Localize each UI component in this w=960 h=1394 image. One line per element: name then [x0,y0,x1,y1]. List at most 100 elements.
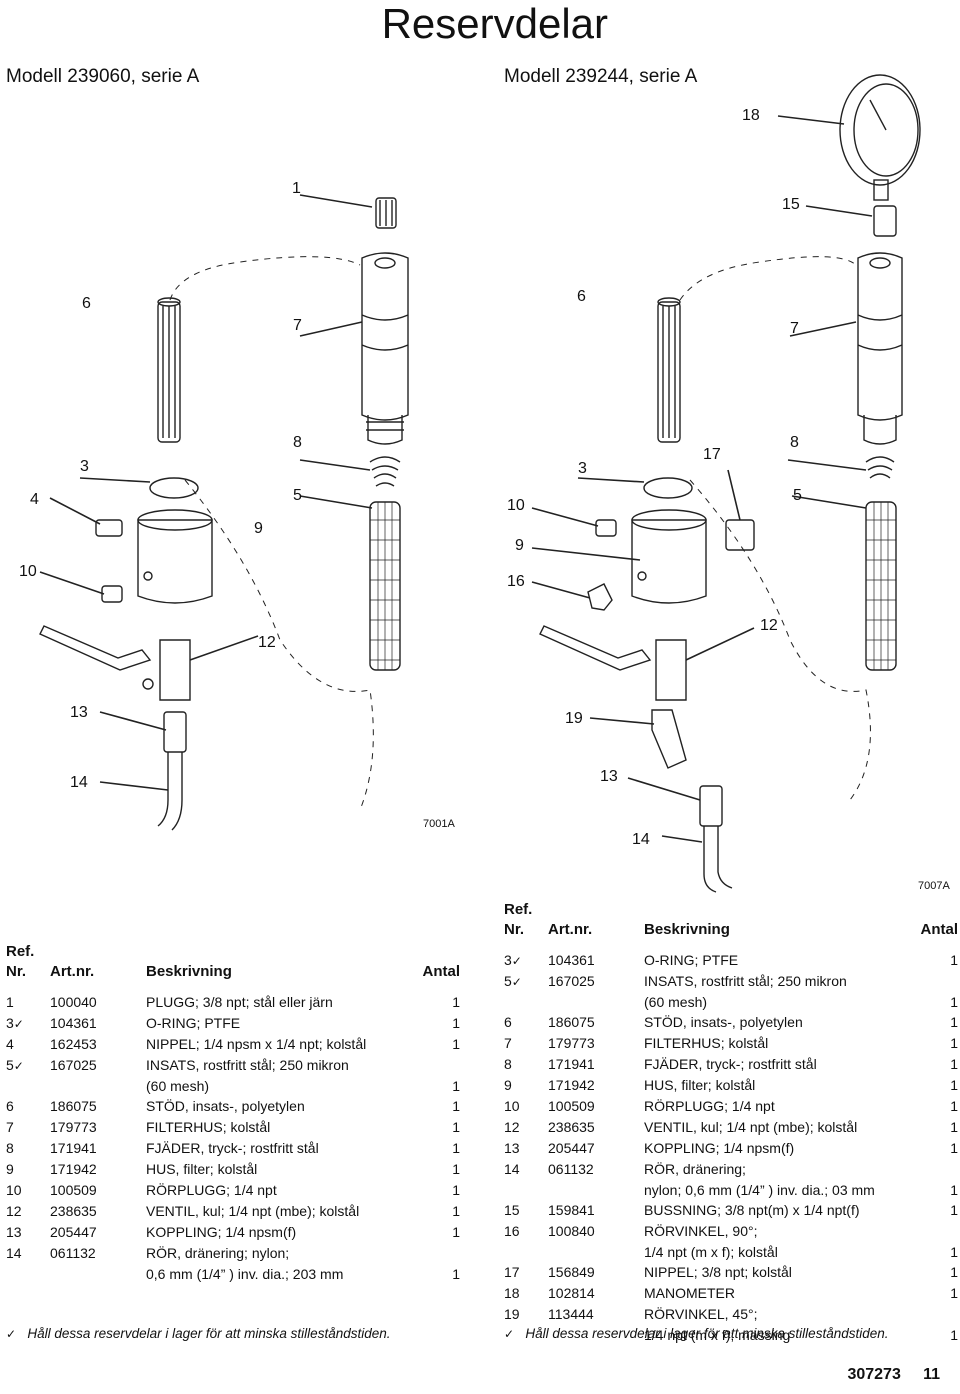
ref-cell: 12 [6,1203,22,1219]
ref-cell: 4 [6,1036,14,1052]
table-header-row: Ref. [504,900,958,920]
check-icon: ✓ [504,1327,515,1341]
desc-cell: FILTERHUS; kolstål [146,1119,271,1135]
filter-base-housing-part [137,509,213,604]
callout-label: 13 [70,704,88,721]
desc-cell: NIPPEL; 1/4 npsm x 1/4 npt; kolstål [146,1036,367,1052]
o-ring-part [149,477,199,499]
qty-cell: 1 [452,1140,460,1156]
callout-label: 16 [507,573,525,590]
qty-cell: 1 [950,1264,958,1280]
callout-label: 17 [703,446,721,463]
qty-cell: 1 [950,952,958,968]
artnr-cell: 102814 [548,1285,595,1301]
desc-cell: (60 mesh) [644,994,708,1010]
artnr-cell: 238635 [50,1203,97,1219]
callout-label: 9 [254,520,263,537]
check-icon: ✓ [511,975,522,989]
artnr-cell: 205447 [548,1140,595,1156]
artnr-cell: 156849 [548,1264,595,1280]
ref-cell: 3 [504,952,512,968]
qty-cell: 1 [452,1203,460,1219]
qty-cell: 1 [950,1077,958,1093]
qty-cell: 1 [950,1056,958,1072]
callout-label: 14 [632,831,650,848]
desc-cell: RÖRPLUGG; 1/4 npt [644,1098,775,1114]
callout-label: 10 [19,563,37,580]
plug-part [375,197,397,229]
support-part [157,297,181,443]
artnr-cell: 171942 [50,1161,97,1177]
qty-cell [912,1159,958,1180]
callout-label: 10 [507,497,525,514]
artnr-header: Art.nr. [548,921,593,938]
qty-cell: 1 [452,1224,460,1240]
table-row: 4 162453 NIPPEL; 1/4 npsm x 1/4 npt; kolst… [6,1034,460,1055]
qty-cell: 1 [950,1327,958,1343]
ref-cell: 15 [504,1202,520,1218]
note-text: Håll dessa reservdelar i lager för att m… [27,1326,391,1341]
artnr-cell: 238635 [548,1119,595,1135]
qty-cell [912,1304,958,1325]
ref-cell: 7 [6,1119,14,1135]
qty-cell: 1 [452,1078,460,1094]
check-icon: ✓ [13,1059,24,1073]
table-header-row: Nr. Art.nr. Beskrivning Antal [6,962,460,982]
artnr-cell: 162453 [50,1036,97,1052]
screen-insert-part [369,501,401,671]
desc-cell: FJÄDER, tryck-; rostfritt stål [146,1140,319,1156]
page-number: 11 [923,1366,940,1383]
o-ring-part-right [643,477,693,499]
callout-label: 8 [790,434,799,451]
ref-cell: 6 [6,1098,14,1114]
artnr-cell: 104361 [50,1015,97,1031]
ref-cell: 9 [6,1161,14,1177]
qty-cell [912,971,958,992]
desc-cell: HUS, filter; kolstål [146,1161,258,1177]
desc-cell: VENTIL, kul; 1/4 npt (mbe); kolstål [146,1203,360,1219]
desc-cell: VENTIL, kul; 1/4 npt (mbe); kolstål [644,1119,858,1135]
spring-part [369,456,401,487]
desc-cell: FILTERHUS; kolstål [644,1035,769,1051]
ref-cell: 6 [504,1014,512,1030]
ball-valve-part-right [539,625,687,701]
qty-cell: 1 [950,1119,958,1135]
ref-header: Ref. [6,943,35,960]
figure-id-right: 7007A [918,880,950,892]
artnr-cell: 167025 [50,1057,97,1073]
ref-cell: 1 [6,994,14,1010]
stock-note-left: ✓ Håll dessa reservdelar i lager för att… [6,1326,391,1341]
callout-label: 12 [760,617,778,634]
page-footer: 307273 11 [847,1366,940,1384]
desc-header: Beskrivning [644,921,730,938]
qty-cell [414,1055,460,1076]
support-part-right [657,297,681,443]
callout-label: 3 [578,460,587,477]
ref-cell: 10 [6,1182,22,1198]
artnr-cell: 179773 [548,1035,595,1051]
qty-cell: 1 [452,1266,460,1282]
qty-cell: 1 [950,1202,958,1218]
spring-part-right [865,456,895,479]
figure-id-left: 7001A [423,818,455,830]
check-icon: ✓ [13,1017,24,1031]
artnr-cell: 061132 [548,1161,594,1177]
artnr-cell: 179773 [50,1119,97,1135]
nipple-part-right [725,519,755,551]
qty-cell: 1 [452,1015,460,1031]
ref-header: Ref. [504,901,533,918]
artnr-cell: 186075 [548,1014,595,1030]
desc-cell: STÖD, insats-, polyetylen [146,1098,305,1114]
